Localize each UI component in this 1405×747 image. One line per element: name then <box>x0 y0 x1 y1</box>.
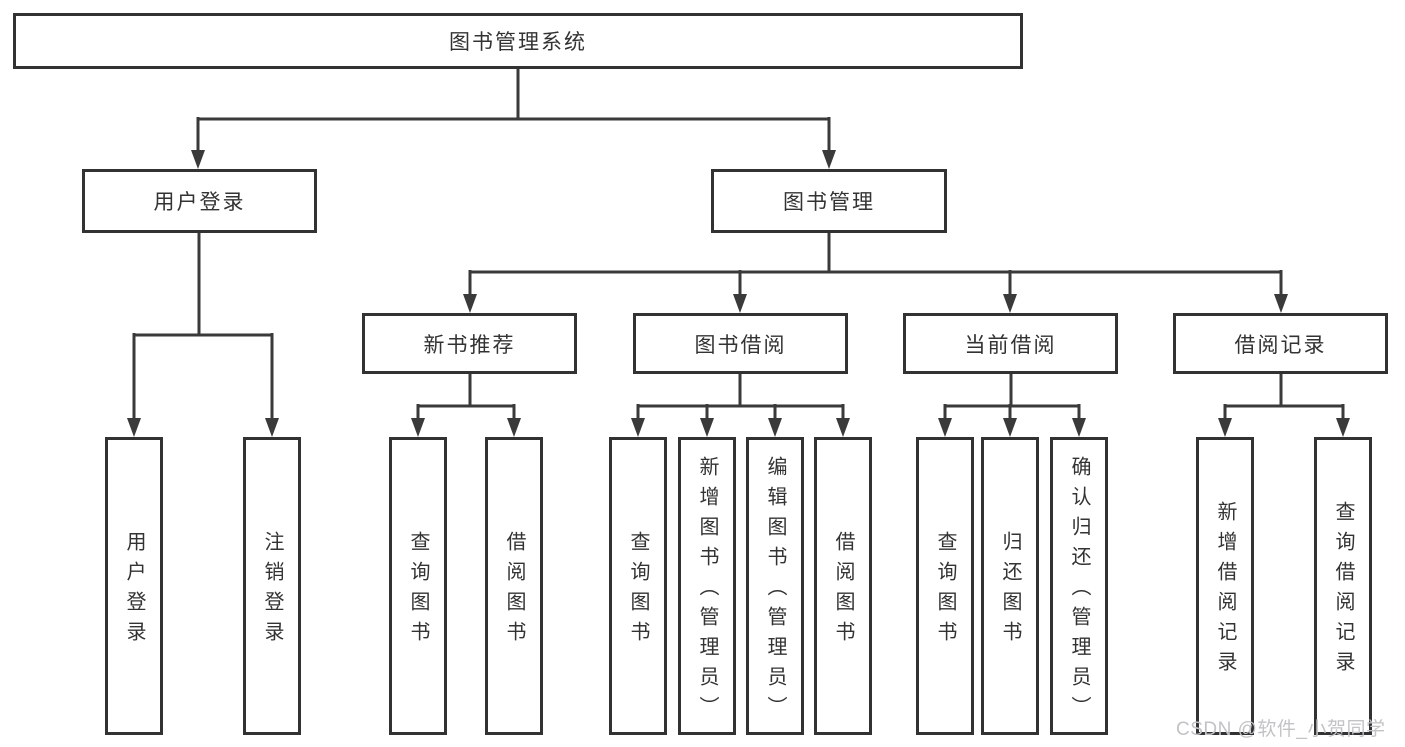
watermark: CSDN @软件_小贺同学 <box>1176 719 1386 740</box>
leaf-borrow-query-book: 查询图书 <box>609 437 667 735</box>
leaf-add-book-admin-label: 新增图书（管理员） <box>696 456 718 726</box>
node-user-login-label: 用户登录 <box>153 191 246 214</box>
node-book-borrowing-label: 图书借阅 <box>694 333 787 357</box>
arrowheads-book-borrow-children <box>631 418 850 437</box>
leaf-add-borrow-record-label: 新增借阅记录 <box>1214 501 1236 681</box>
node-borrow-records-label: 借阅记录 <box>1234 333 1327 357</box>
node-new-book-recommend: 新书推荐 <box>362 313 577 374</box>
node-book-borrowing: 图书借阅 <box>633 313 848 374</box>
connector-new-book-rec-children <box>416 374 516 422</box>
arrowheads-borrow-records-children <box>1218 418 1350 437</box>
leaf-query-borrow-record: 查询借阅记录 <box>1314 437 1372 735</box>
connector-book-mgmt-children <box>468 233 1283 298</box>
arrowheads-current-borrow-children <box>938 418 1086 437</box>
leaf-rec-query-book-label: 查询图书 <box>407 531 429 651</box>
leaf-rec-borrow-book: 借阅图书 <box>485 437 543 735</box>
leaf-confirm-return-admin: 确认归还（管理员） <box>1050 437 1108 735</box>
node-current-borrowing: 当前借阅 <box>903 313 1118 374</box>
leaf-add-borrow-record: 新增借阅记录 <box>1196 437 1254 735</box>
leaf-rec-borrow-book-label: 借阅图书 <box>503 531 525 651</box>
node-borrow-records: 借阅记录 <box>1173 313 1388 374</box>
arrowheads-level2 <box>191 150 836 169</box>
connector-user-login-children <box>132 233 274 422</box>
node-user-login: 用户登录 <box>82 169 317 233</box>
leaf-current-query-book-label: 查询图书 <box>934 531 956 651</box>
leaf-edit-book-admin: 编辑图书（管理员） <box>746 437 804 735</box>
leaf-borrow-book-label: 借阅图书 <box>832 531 854 651</box>
arrowheads-user-login-children <box>127 418 279 437</box>
node-current-borrowing-label: 当前借阅 <box>964 333 1057 357</box>
leaf-rec-query-book: 查询图书 <box>389 437 447 735</box>
leaf-confirm-return-admin-label: 确认归还（管理员） <box>1068 456 1090 726</box>
leaf-logout-label: 注销登录 <box>261 531 283 651</box>
leaf-edit-book-admin-label: 编辑图书（管理员） <box>764 456 786 726</box>
connector-root-to-level2 <box>196 69 831 154</box>
node-library-system: 图书管理系统 <box>13 13 1023 69</box>
connector-current-borrow-children <box>943 374 1081 422</box>
leaf-borrow-book: 借阅图书 <box>814 437 872 735</box>
arrowheads-book-mgmt-children <box>463 294 1288 313</box>
leaf-user-login: 用户登录 <box>105 437 163 735</box>
leaf-user-login-label: 用户登录 <box>123 531 145 651</box>
arrowheads-new-book-rec-children <box>411 418 521 437</box>
leaf-current-query-book: 查询图书 <box>916 437 974 735</box>
node-new-book-recommend-label: 新书推荐 <box>423 333 516 357</box>
leaf-add-book-admin: 新增图书（管理员） <box>678 437 736 735</box>
node-book-management: 图书管理 <box>711 169 947 233</box>
leaf-borrow-query-book-label: 查询图书 <box>627 531 649 651</box>
node-library-system-label: 图书管理系统 <box>449 31 587 54</box>
leaf-logout: 注销登录 <box>243 437 301 735</box>
leaf-return-book-label: 归还图书 <box>999 531 1021 651</box>
leaf-query-borrow-record-label: 查询借阅记录 <box>1332 501 1354 681</box>
leaf-return-book: 归还图书 <box>981 437 1039 735</box>
connector-borrow-records-children <box>1223 374 1345 422</box>
node-book-management-label: 图书管理 <box>783 191 875 214</box>
connector-book-borrow-children <box>636 374 845 422</box>
